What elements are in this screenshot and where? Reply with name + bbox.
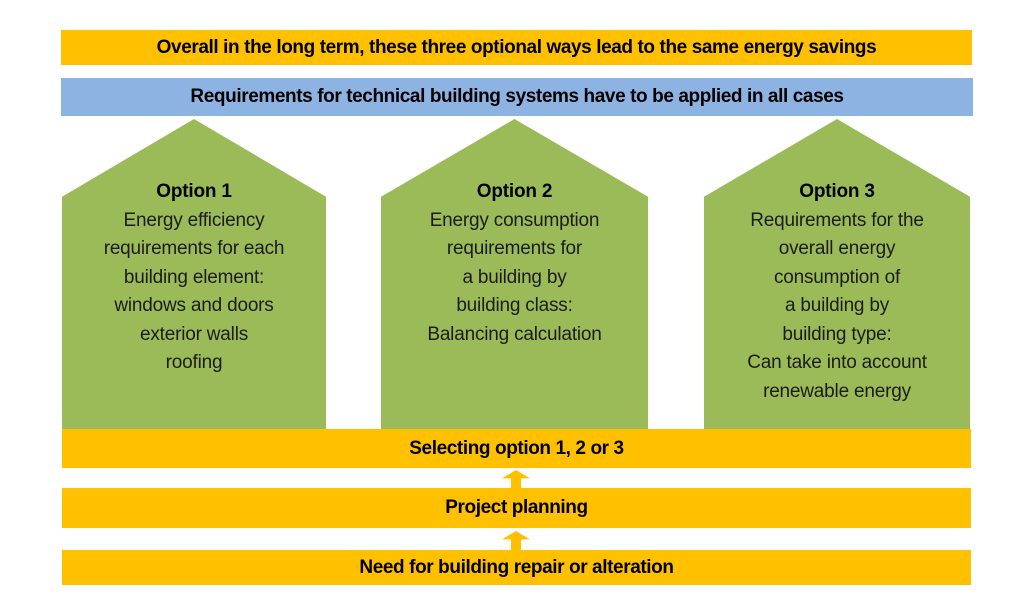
option-line: renewable energy [763,380,911,402]
option-1-title: Option 1 [156,181,232,202]
option-line: exterior walls [139,323,249,345]
option-2-text: Option 2 Energy consumption requirements … [381,119,648,349]
option-line: roofing [165,352,223,373]
up-arrow-icon [502,531,530,550]
selecting-option-banner: Selecting option 1, 2 or 3 [62,429,971,468]
option-line: building class: [456,295,573,316]
option-1-text: Option 1 Energy efficiency requirements f… [62,119,326,378]
option-line: Balancing calculation [427,323,602,345]
option-1-description: Energy efficiency requirements for each bu… [62,207,326,378]
option-line: requirements for [446,238,583,259]
technical-systems-requirements-banner: Requirements for technical building syst… [61,78,973,116]
option-line: Energy consumption [429,209,600,231]
option-2-house-shape: Option 2 Energy consumption requirements … [381,119,648,430]
option-1-house-shape: Option 1 Energy efficiency requirements f… [62,119,326,430]
option-line: a building by [462,266,567,288]
option-3-house-shape: Option 3 Requirements for the overall ene… [704,119,970,430]
option-line: requirements for each [103,238,285,259]
option-3-title: Option 3 [799,181,875,202]
option-line: Energy efficiency [123,209,265,231]
option-line: Requirements for the [750,209,924,231]
option-line: overall energy [778,238,896,259]
option-2-description: Energy consumption requirements for a buil… [381,207,648,350]
project-planning-banner: Project planning [62,488,971,528]
option-line: building element: [123,266,265,288]
option-2-title: Option 2 [476,181,553,202]
up-arrow-icon [502,470,530,489]
option-3-text: Option 3 Requirements for the overall ene… [704,119,970,406]
option-line: Can take into account [747,352,927,373]
option-3-description: Requirements for the overall energy consum… [704,207,970,407]
option-line: consumption of [773,266,901,288]
option-line: a building by [784,295,890,316]
option-line: windows and doors [114,295,274,316]
option-line: building type: [782,323,892,345]
overall-savings-banner: Overall in the long term, these three op… [61,30,972,65]
need-for-repair-banner: Need for building repair or alteration [62,550,971,585]
